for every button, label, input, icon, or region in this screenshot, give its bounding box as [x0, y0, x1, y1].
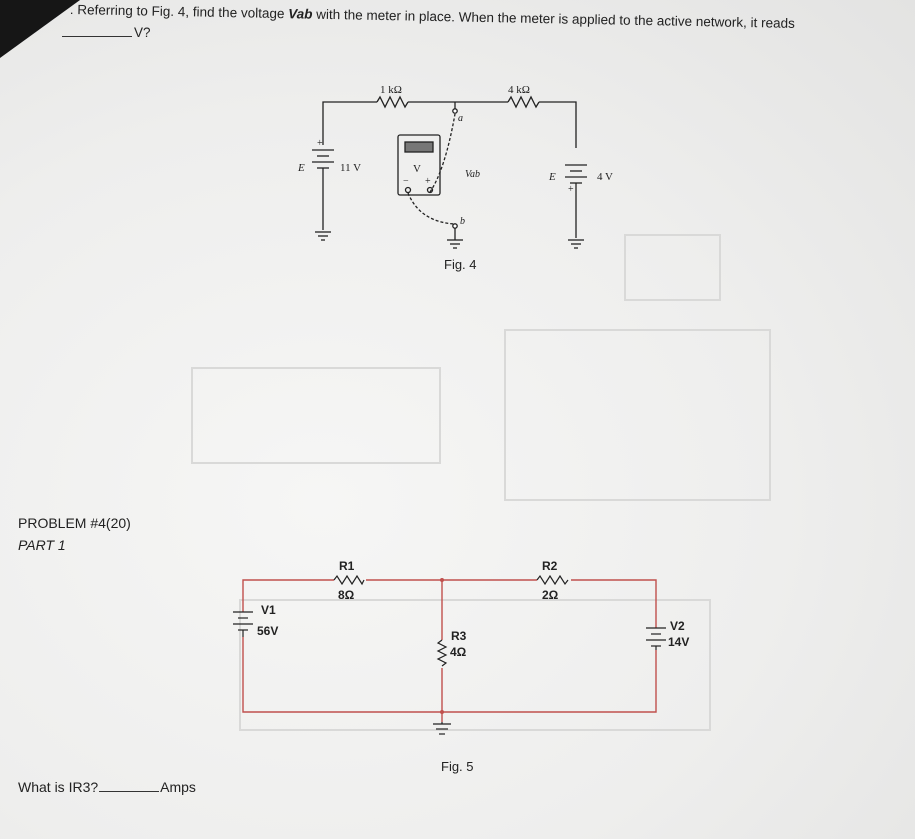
fig5-r3-name: R3 [451, 629, 467, 643]
fig5-caption: Fig. 5 [441, 759, 474, 774]
problem-title: PROBLEM #4(20) [18, 515, 131, 531]
fig5-wires [242, 579, 657, 722]
bleed-through [191, 234, 771, 731]
fig5-r3-value: 4Ω [450, 645, 467, 659]
fig4-r-right-label: 4 kΩ [508, 84, 530, 96]
fig4-plus-right: + [568, 184, 574, 195]
fig4-meter-minus: − [403, 176, 409, 187]
dark-corner-shadow [0, 0, 80, 58]
fig4-ground-left [315, 231, 331, 241]
fig4-a-label: a [458, 113, 463, 124]
fig5-v2-value: 14V [668, 635, 689, 649]
fig5-ground [433, 722, 451, 735]
fig4-v-right: 4 V [597, 171, 613, 183]
fig5-junction-bottom [440, 710, 444, 714]
answer-blank-line[interactable] [62, 36, 132, 37]
question-text: What is IR3? [18, 779, 99, 795]
ir3-answer-blank[interactable] [99, 791, 160, 792]
fig4-meter-v: V [413, 163, 421, 175]
fig4-ground-b [447, 239, 463, 249]
question-unit: Amps [160, 779, 196, 795]
fig5-r1-name: R1 [339, 559, 355, 573]
header-line2: V? [62, 25, 151, 40]
fig4-battery-left [312, 149, 334, 169]
fig4-ground-right [568, 239, 584, 249]
fig5-circuit [233, 574, 666, 735]
fig5-r2-value: 2Ω [542, 588, 559, 602]
question-ir3: What is IR3? Amps [18, 779, 196, 795]
header-line2-text: V? [134, 25, 151, 40]
fig4-voltmeter [397, 134, 441, 196]
fig5-r2-name: R2 [542, 559, 558, 573]
fig5-r1-value: 8Ω [338, 588, 355, 602]
fig4-e-left: E [297, 162, 305, 174]
fig5-battery-v2 [646, 627, 666, 650]
fig4-b-label: b [460, 216, 465, 227]
fig4-v-left: 11 V [340, 162, 361, 174]
fig4-circuit [312, 95, 587, 249]
fig4-caption: Fig. 4 [444, 257, 477, 272]
fig4-node-a [452, 108, 458, 114]
fig5-v2-name: V2 [670, 619, 685, 633]
fig4-plus-left: + [317, 138, 323, 149]
fig4-e-right: E [548, 171, 556, 183]
fig4-meter-plus: + [425, 176, 431, 187]
fig5-resistor-r1 [333, 574, 365, 586]
fig4-node-b [452, 223, 458, 229]
fig5-battery-v1 [233, 611, 253, 637]
fig4-r-left-label: 1 kΩ [380, 84, 402, 96]
fig4-vab-label: Vab [465, 169, 480, 180]
fig4-resistor-1k [376, 95, 409, 109]
fig5-v1-value: 56V [257, 624, 278, 638]
fig5-v1-name: V1 [261, 603, 276, 617]
fig5-resistor-r3 [436, 639, 448, 667]
problem-part: PART 1 [18, 537, 66, 553]
fig5-resistor-r2 [536, 574, 569, 586]
fig4-battery-right [565, 164, 587, 184]
fig5-junction-top [440, 578, 444, 582]
fig4-resistor-4k [507, 95, 540, 109]
